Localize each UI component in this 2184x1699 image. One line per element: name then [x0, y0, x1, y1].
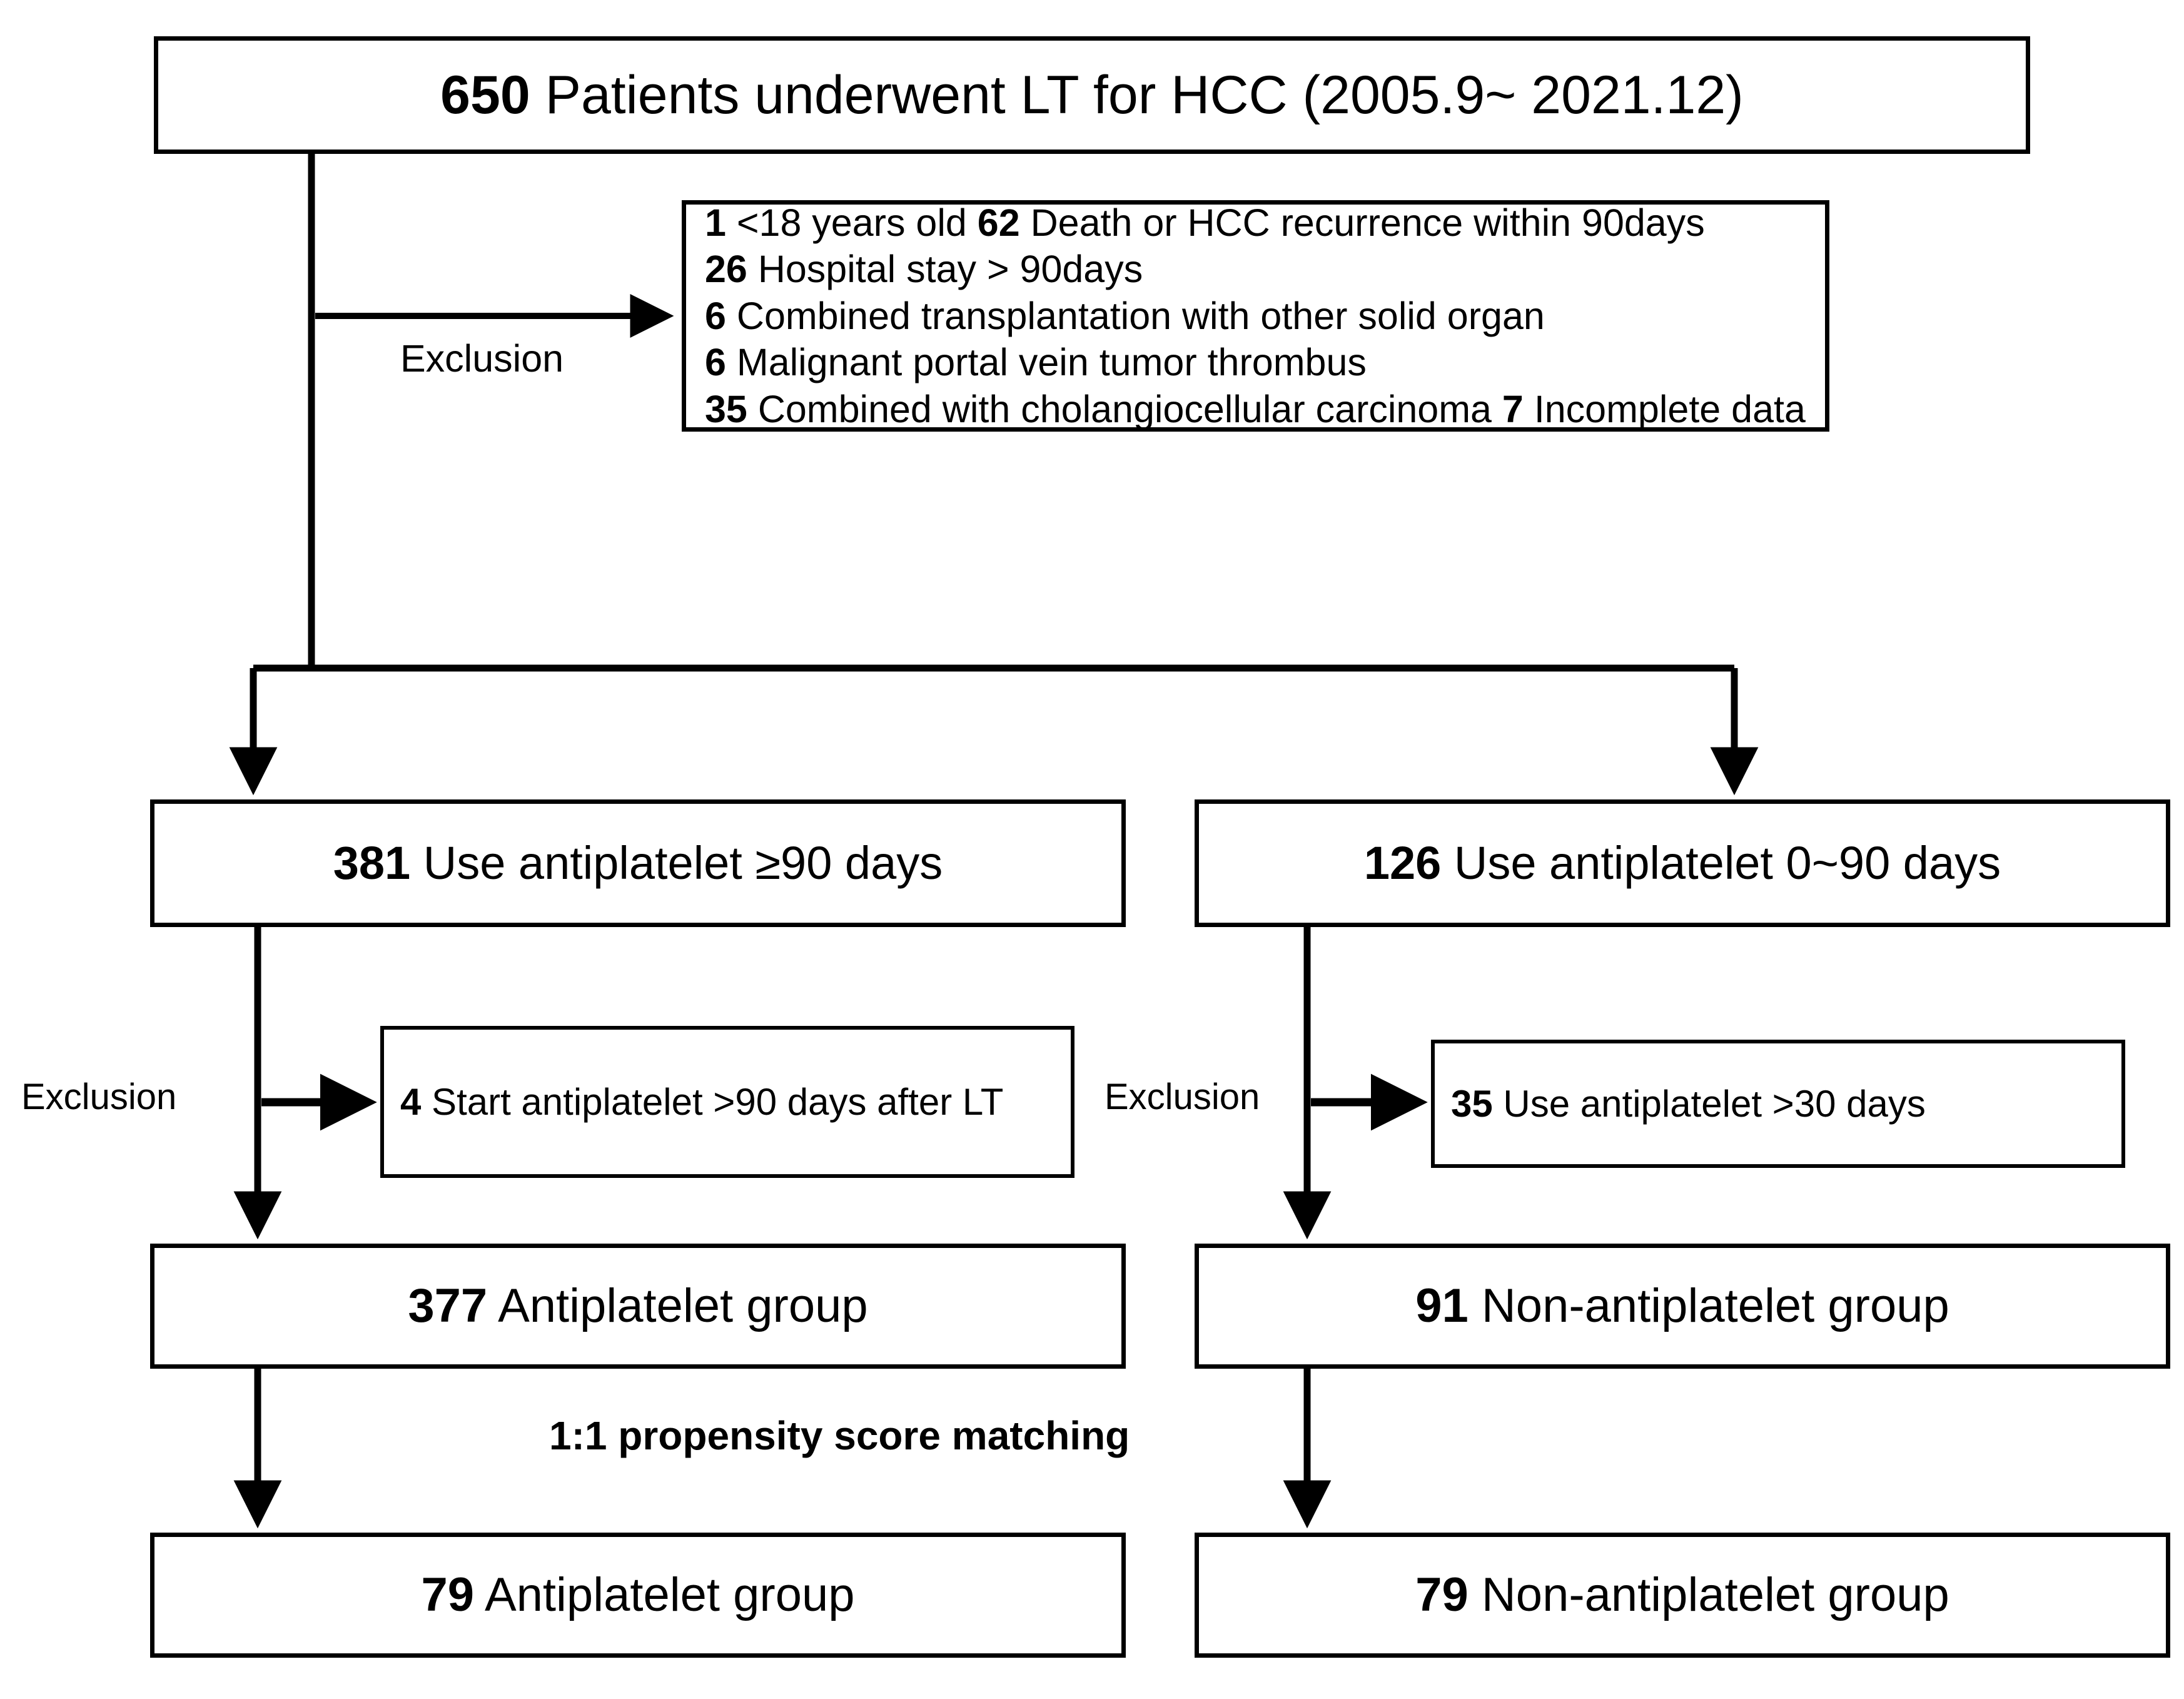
- title-count: 650: [440, 64, 530, 125]
- exclusion-count: 1: [705, 201, 726, 244]
- node-right-branch-box: 126 Use antiplatelet 0~90 days: [1195, 799, 2170, 927]
- left-branch-text: 381 Use antiplatelet ≥90 days: [154, 835, 1121, 891]
- exclusion-label-right: Exclusion: [1105, 1077, 1260, 1117]
- propensity-score-matching-label: 1:1 propensity score matching: [549, 1413, 1130, 1458]
- right-final-count: 79: [1415, 1568, 1469, 1621]
- left-final-label: Antiplatelet group: [484, 1568, 855, 1621]
- right-exclusion-count: 35: [1451, 1082, 1493, 1125]
- node-left-final-box: 79 Antiplatelet group: [150, 1533, 1126, 1658]
- left-exclusion-count: 4: [400, 1080, 422, 1123]
- node-right-final-box: 79 Non-antiplatelet group: [1195, 1533, 2170, 1658]
- exclusion-row: 7 Incomplete data: [1502, 388, 1806, 430]
- title-label: Patients underwent LT for HCC (2005.9~ 2…: [545, 64, 1744, 125]
- right-branch-text: 126 Use antiplatelet 0~90 days: [1199, 835, 2166, 891]
- left-final-text: 79 Antiplatelet group: [154, 1566, 1121, 1625]
- node-title-box: 650 Patients underwent LT for HCC (2005.…: [154, 36, 2030, 154]
- right-exclusion-label: Use antiplatelet >30 days: [1503, 1082, 1926, 1125]
- exclusion-row: 35 Combined with cholangiocellular carci…: [705, 388, 1492, 430]
- left-exclusion-text: 4 Start antiplatelet >90 days after LT: [384, 1079, 1071, 1125]
- exclusion-count: 6: [705, 341, 726, 384]
- left-group-label: Antiplatelet group: [498, 1279, 868, 1332]
- title-text: 650 Patients underwent LT for HCC (2005.…: [158, 63, 2026, 128]
- exclusion-count: 26: [705, 248, 747, 291]
- exclusion-reason: Combined with cholangiocellular carcinom…: [757, 387, 1492, 430]
- right-branch-label: Use antiplatelet 0~90 days: [1453, 836, 2001, 889]
- left-group-text: 377 Antiplatelet group: [154, 1277, 1121, 1336]
- exclusion-reason: Incomplete data: [1534, 387, 1806, 430]
- right-group-text: 91 Non-antiplatelet group: [1199, 1277, 2166, 1336]
- right-exclusion-text: 35 Use antiplatelet >30 days: [1435, 1081, 2121, 1127]
- exclusion-row: 6 Combined transplantation with other so…: [705, 295, 1545, 337]
- exclusion-reason: Hospital stay > 90days: [757, 248, 1143, 291]
- left-group-count: 377: [408, 1279, 488, 1332]
- node-exclusion-list-box: 1 <18 years old 62 Death or HCC recurren…: [682, 200, 1829, 432]
- right-final-text: 79 Non-antiplatelet group: [1199, 1566, 2166, 1625]
- exclusion-label-left: Exclusion: [21, 1077, 177, 1117]
- left-branch-count: 381: [333, 836, 411, 889]
- exclusion-reason: Combined transplantation with other soli…: [736, 294, 1545, 337]
- exclusion-row: 6 Malignant portal vein tumor thrombus: [705, 341, 1367, 383]
- right-branch-count: 126: [1363, 836, 1442, 889]
- exclusion-count: 62: [977, 201, 1020, 244]
- exclusion-reason: Malignant portal vein tumor thrombus: [736, 341, 1367, 384]
- left-exclusion-label: Start antiplatelet >90 days after LT: [432, 1080, 1004, 1123]
- exclusion-row: 1 <18 years old: [705, 201, 967, 244]
- exclusion-label-top: Exclusion: [400, 337, 564, 380]
- right-group-label: Non-antiplatelet group: [1481, 1279, 1949, 1332]
- exclusion-reason: <18 years old: [736, 201, 967, 244]
- node-left-exclusion-box: 4 Start antiplatelet >90 days after LT: [380, 1026, 1074, 1178]
- exclusion-count: 6: [705, 294, 726, 337]
- node-left-branch-box: 381 Use antiplatelet ≥90 days: [150, 799, 1126, 927]
- exclusion-count: 35: [705, 387, 747, 430]
- right-final-label: Non-antiplatelet group: [1481, 1568, 1949, 1621]
- exclusion-reason: Death or HCC recurrence within 90days: [1030, 201, 1705, 244]
- node-right-exclusion-box: 35 Use antiplatelet >30 days: [1431, 1040, 2125, 1168]
- node-left-group-box: 377 Antiplatelet group: [150, 1244, 1126, 1369]
- node-right-group-box: 91 Non-antiplatelet group: [1195, 1244, 2170, 1369]
- exclusion-row: 26 Hospital stay > 90days: [705, 248, 1143, 290]
- left-final-count: 79: [421, 1568, 475, 1621]
- exclusion-count: 7: [1502, 387, 1524, 430]
- left-branch-label: Use antiplatelet ≥90 days: [423, 836, 943, 889]
- exclusion-list: 1 <18 years old 62 Death or HCC recurren…: [686, 196, 1825, 436]
- right-group-count: 91: [1415, 1279, 1469, 1332]
- exclusion-row: 62 Death or HCC recurrence within 90days: [978, 201, 1705, 244]
